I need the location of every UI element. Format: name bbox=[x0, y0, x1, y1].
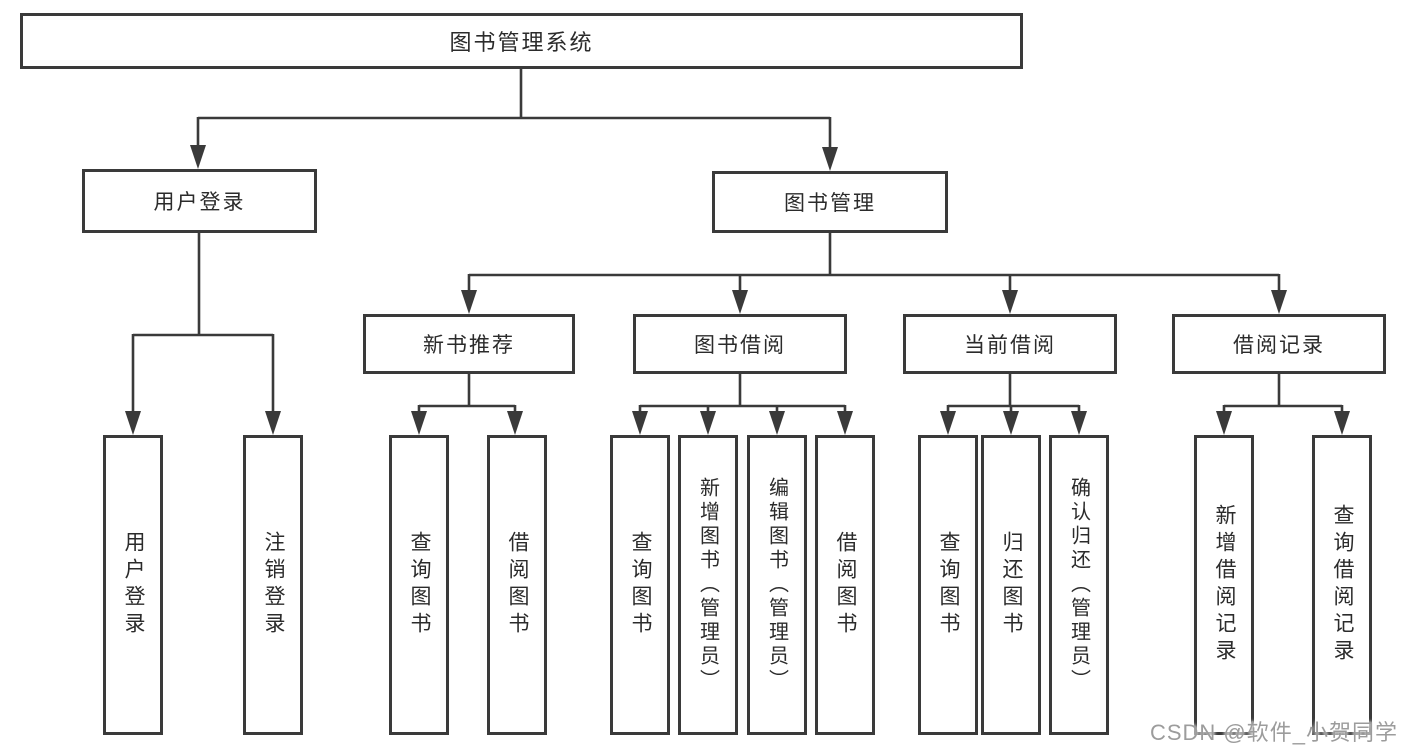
leaf-logout: 注销登录 bbox=[243, 435, 303, 735]
leaf-borrow-books: 借阅图书 bbox=[815, 435, 875, 735]
node-book-management: 图书管理 bbox=[712, 171, 948, 233]
leaf-add-books-admin: 新增图书（管理员） bbox=[678, 435, 738, 735]
csdn-watermark: CSDN @软件_小贺同学 bbox=[1149, 720, 1398, 745]
leaf-confirm-return-admin: 确认归还（管理员） bbox=[1049, 435, 1109, 735]
leaf-edit-books-admin: 编辑图书（管理员） bbox=[747, 435, 807, 735]
node-current-borrowing: 当前借阅 bbox=[903, 314, 1117, 374]
node-library-management-system: 图书管理系统 bbox=[20, 13, 1023, 69]
leaf-query-books: 查询图书 bbox=[918, 435, 978, 735]
leaf-query-books: 查询图书 bbox=[610, 435, 670, 735]
node-new-book-recommendation: 新书推荐 bbox=[363, 314, 575, 374]
node-book-borrowing: 图书借阅 bbox=[633, 314, 847, 374]
leaf-user-login: 用户登录 bbox=[103, 435, 163, 735]
leaf-query-borrow-record: 查询借阅记录 bbox=[1312, 435, 1372, 735]
leaf-return-books: 归还图书 bbox=[981, 435, 1041, 735]
leaf-add-borrow-record: 新增借阅记录 bbox=[1194, 435, 1254, 735]
leaf-query-books: 查询图书 bbox=[389, 435, 449, 735]
node-borrowing-records: 借阅记录 bbox=[1172, 314, 1386, 374]
node-user-login: 用户登录 bbox=[82, 169, 317, 233]
leaf-borrow-books: 借阅图书 bbox=[487, 435, 547, 735]
